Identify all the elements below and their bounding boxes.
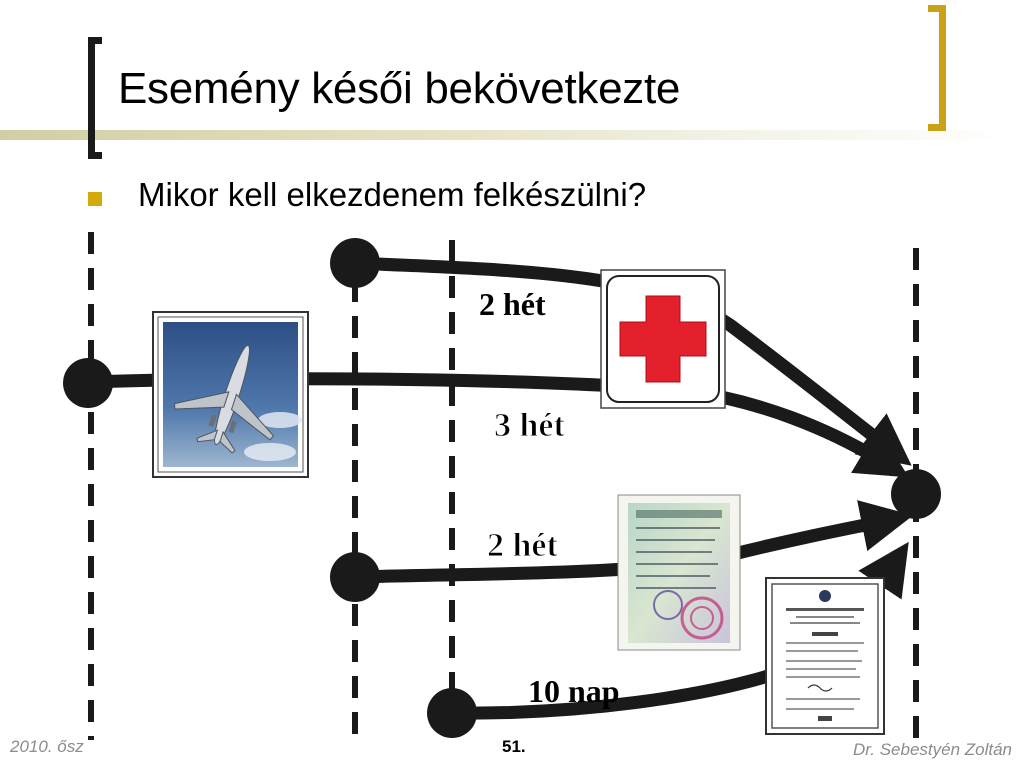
visa-document <box>617 494 741 651</box>
bullet-text: Mikor kell elkezdenem felkészülni? <box>138 176 647 213</box>
bullet-marker <box>88 192 102 206</box>
label-first-aid: 2 hét <box>479 286 546 322</box>
footer-page-number: 51. <box>502 737 526 756</box>
start-dot-first-aid <box>330 238 380 288</box>
end-dot-event <box>891 469 941 519</box>
red-cross-sign <box>600 269 726 409</box>
charter-certificate <box>765 577 885 735</box>
title-underline-band <box>0 130 1024 140</box>
footer-author: Dr. Sebestyén Zoltán <box>852 740 1012 759</box>
left-bracket-decoration <box>88 37 102 159</box>
start-dot-flight <box>63 358 113 408</box>
airplane-photo <box>152 311 309 478</box>
label-certificate: 10 nap <box>528 673 620 709</box>
start-dot-visa <box>330 552 380 602</box>
footer-semester: 2010. ősz <box>10 737 84 756</box>
start-dot-certificate <box>427 688 477 738</box>
label-flight: 3 hét <box>494 407 566 444</box>
right-bracket-decoration <box>928 5 946 131</box>
label-visa: 2 hét <box>487 527 559 564</box>
slide-title: Esemény késői bekövetkezte <box>118 64 681 113</box>
